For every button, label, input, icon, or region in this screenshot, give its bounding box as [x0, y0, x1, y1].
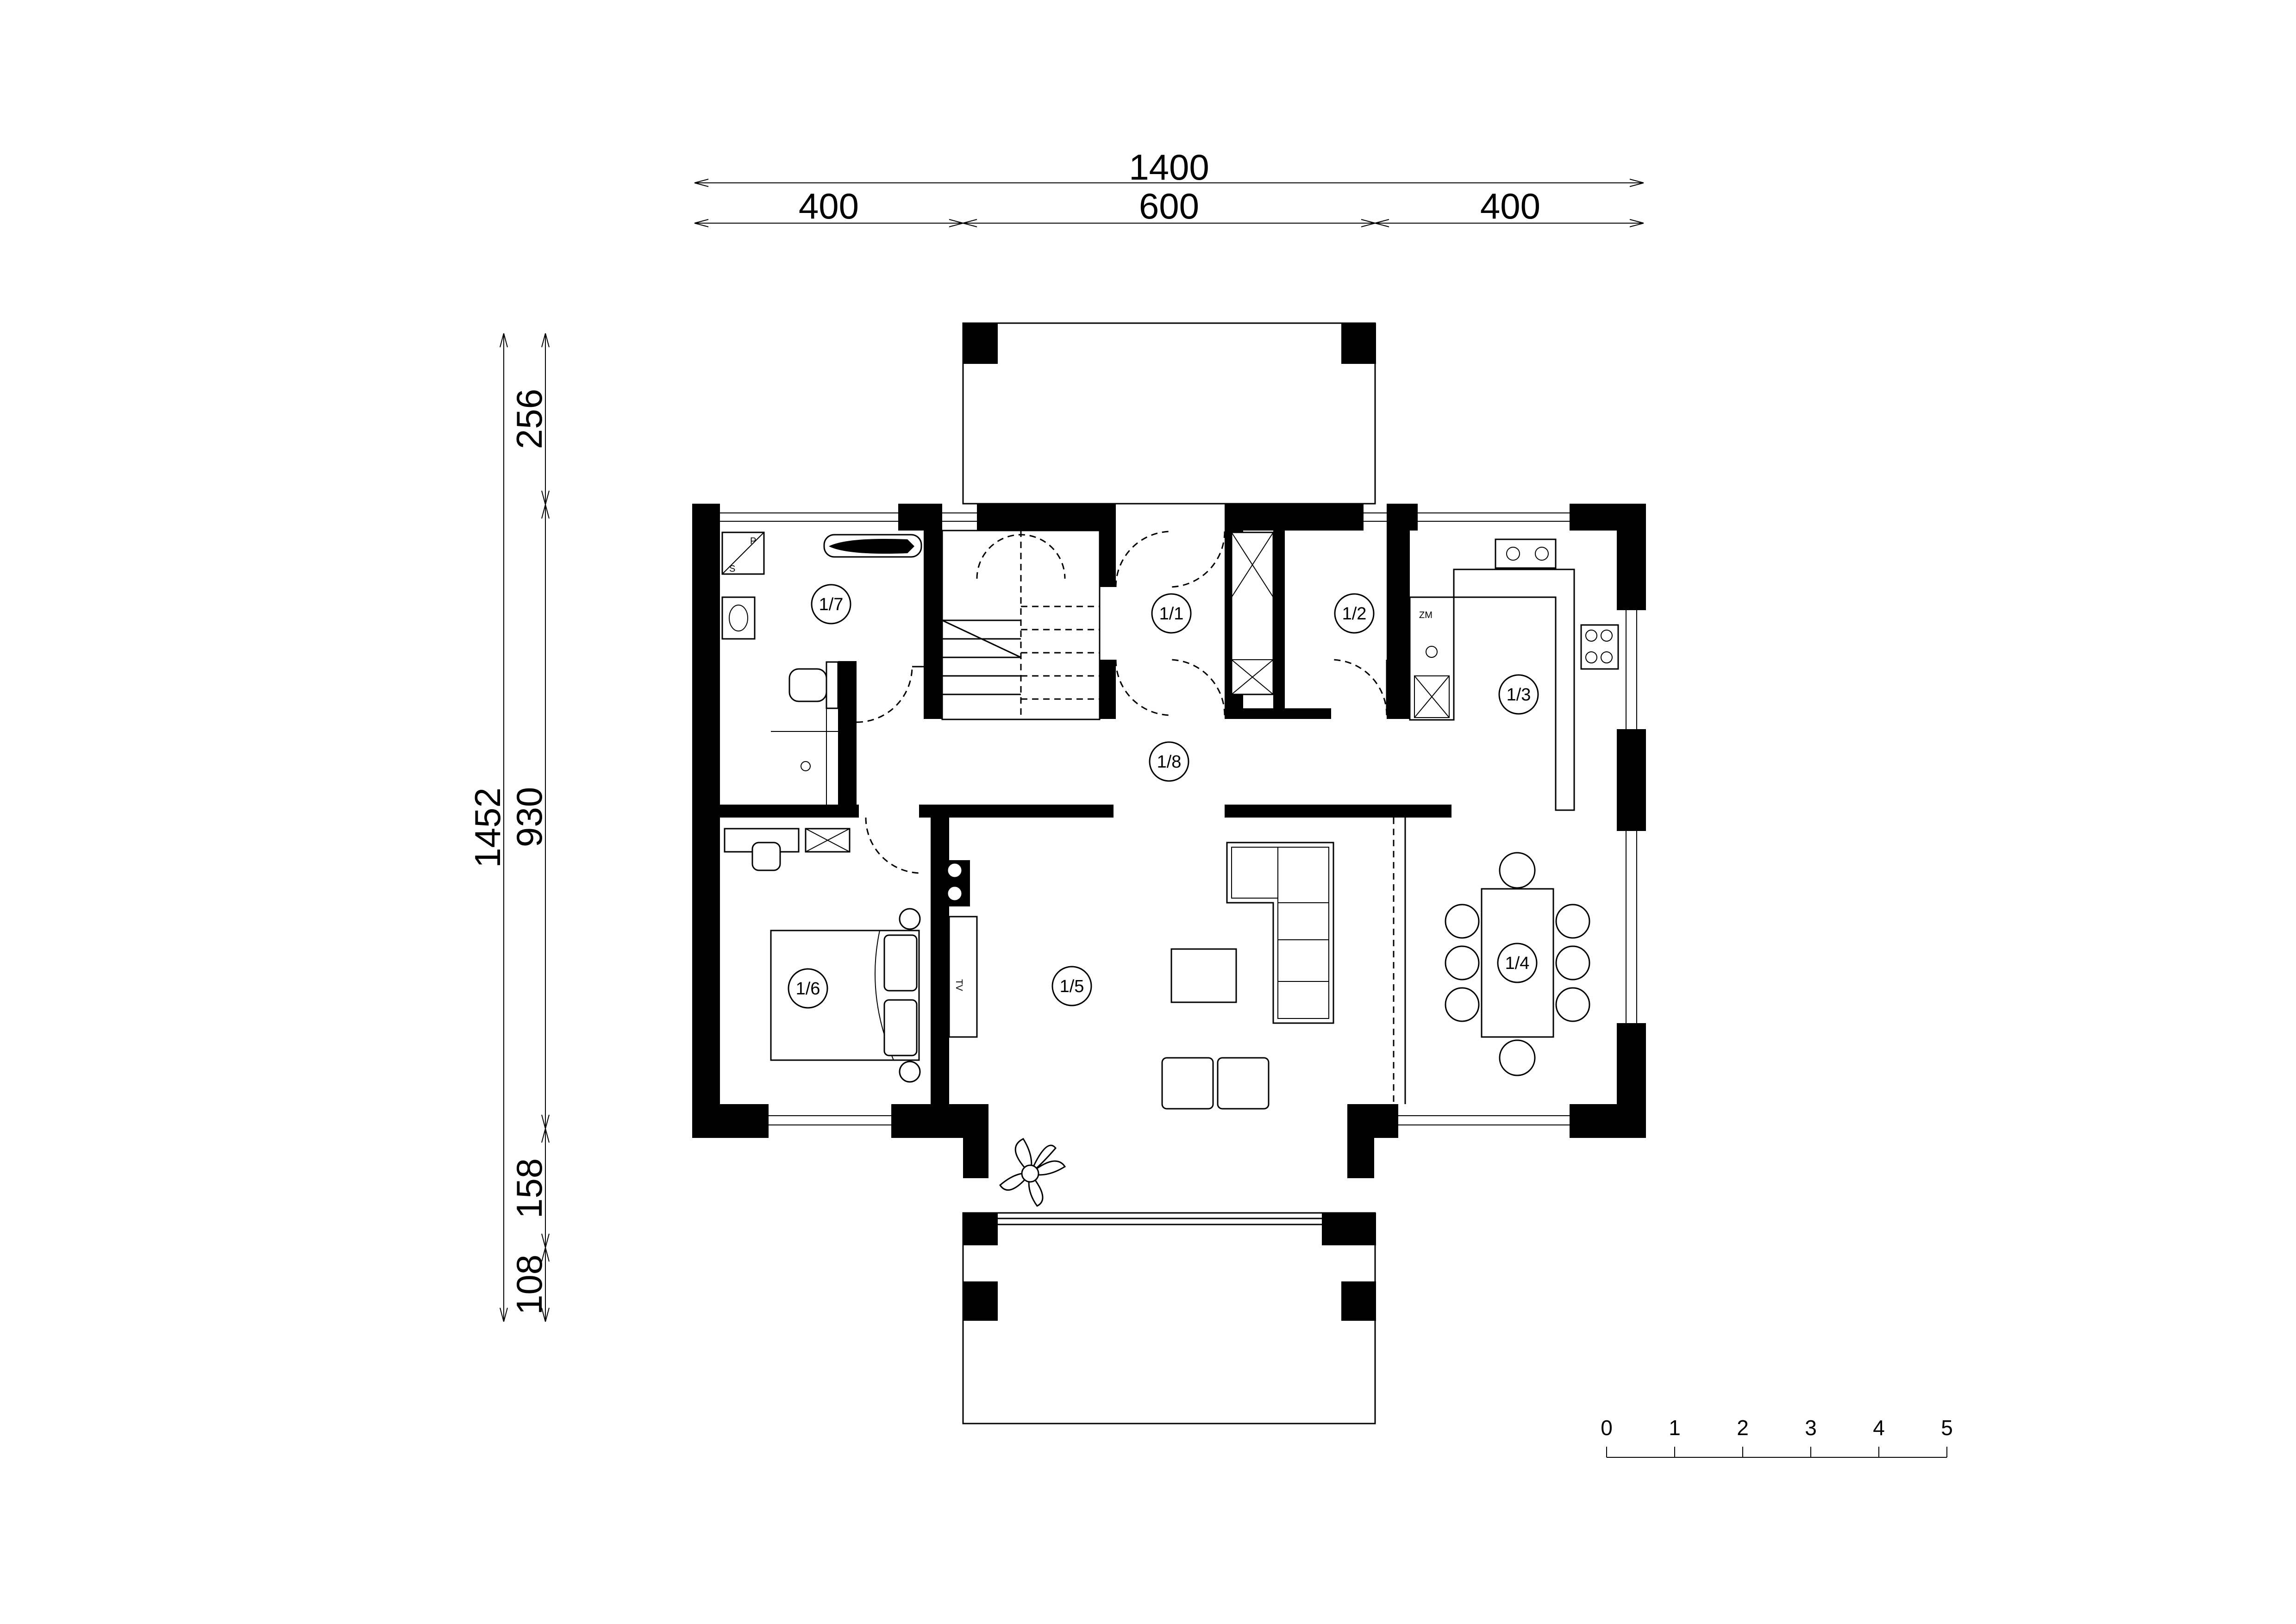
staircase: [941, 530, 1101, 720]
tv-stand: [948, 916, 978, 1038]
terrace-column: [963, 323, 998, 364]
scale-tick-4: 4: [1873, 1416, 1885, 1440]
wardrobe: [1231, 531, 1274, 695]
left-segment-dimension-4: 108: [509, 1255, 550, 1315]
dining-chair: [1445, 945, 1480, 981]
top-terrace: [962, 322, 1376, 505]
desk-chair: [751, 842, 781, 871]
svg-text:1/6: 1/6: [796, 979, 820, 999]
pillow: [883, 999, 918, 1056]
left-dimensions: 1452 256 930 158 108: [467, 333, 550, 1322]
scale-tick-2: 2: [1737, 1416, 1749, 1440]
room-labels: 1/1 1/2 1/3 1/4 1/5 1/6 1/7 1/8: [788, 584, 1539, 1009]
porch-column: [963, 1281, 998, 1321]
bedroom-furniture: [724, 828, 921, 1083]
dining-chair: [1555, 904, 1590, 939]
toilet: [788, 668, 827, 702]
room-label-1-8: 1/8: [1149, 741, 1189, 782]
scale-tick-5: 5: [1941, 1416, 1953, 1440]
room-label-1-2: 1/2: [1334, 593, 1375, 634]
living-furniture: TV: [942, 842, 1334, 1207]
kitchen-fixtures: ZM: [1231, 531, 1619, 811]
svg-text:1/7: 1/7: [819, 595, 844, 614]
room-label-1-5: 1/5: [1051, 966, 1092, 1006]
svg-text:1/8: 1/8: [1157, 752, 1182, 772]
plant-icon: [999, 1138, 1066, 1207]
laundry-s-label: S: [729, 564, 735, 574]
bathroom-fixtures: P S: [721, 531, 922, 805]
dining-chair: [1445, 987, 1480, 1022]
left-segment-dimension-2: 930: [509, 787, 550, 847]
dishwasher-label: ZM: [1419, 610, 1433, 620]
left-segment-dimension-3: 158: [509, 1158, 550, 1218]
tv-label: TV: [954, 979, 964, 991]
armchair: [1161, 1057, 1214, 1110]
tall-cabinets: [1409, 596, 1455, 721]
exterior-walls: [692, 504, 1646, 1245]
room-label-1-4: 1/4: [1497, 943, 1538, 983]
svg-text:1/2: 1/2: [1342, 604, 1367, 624]
doors: [856, 531, 1406, 1104]
pillow: [883, 934, 918, 992]
top-total-dimension: 1400: [1129, 147, 1209, 187]
armchair: [1217, 1057, 1270, 1110]
entrance-porch: [962, 1212, 1376, 1424]
room-label-1-6: 1/6: [788, 968, 828, 1009]
top-segment-dimension-3: 400: [1480, 186, 1540, 226]
svg-text:1/1: 1/1: [1159, 604, 1184, 624]
coffee-table: [1170, 948, 1237, 1003]
cooktop: [1580, 624, 1619, 670]
dining-chair: [1555, 987, 1590, 1022]
top-segment-dimension-1: 400: [799, 186, 859, 226]
room-label-1-3: 1/3: [1498, 674, 1539, 715]
laundry-p-label: P: [750, 536, 756, 546]
top-dimensions: 1400 400 600 400: [694, 147, 1644, 227]
room-label-1-1: 1/1: [1151, 593, 1192, 634]
porch-column: [1341, 1281, 1376, 1321]
left-total-dimension: 1452: [467, 787, 508, 868]
dining-set: [1445, 852, 1590, 1076]
toilet-tank: [826, 661, 839, 709]
porch-outlines: [962, 322, 1376, 1424]
sink: [721, 596, 756, 640]
dining-chair: [1499, 1039, 1536, 1076]
room-label-1-7: 1/7: [811, 584, 851, 625]
nightstand-lamp: [899, 908, 921, 930]
scale-tick-1: 1: [1669, 1416, 1681, 1440]
scale-bar: 0 1 2 3 4 5: [1601, 1416, 1953, 1458]
corner-sofa: [1226, 842, 1334, 1024]
dining-table: [1481, 888, 1554, 1038]
svg-text:1/4: 1/4: [1505, 954, 1530, 973]
kitchen-sink: [1495, 538, 1557, 569]
terrace-column: [1341, 323, 1376, 364]
dining-chair: [1555, 945, 1590, 981]
top-segment-dimension-2: 600: [1139, 186, 1199, 226]
scale-tick-0: 0: [1601, 1416, 1613, 1440]
dining-chair: [1445, 904, 1480, 939]
left-segment-dimension-1: 256: [509, 389, 550, 449]
scale-tick-3: 3: [1805, 1416, 1817, 1440]
svg-text:1/3: 1/3: [1507, 685, 1531, 705]
nightstand-lamp: [899, 1061, 921, 1083]
svg-text:1/5: 1/5: [1060, 977, 1084, 996]
dining-chair: [1499, 852, 1536, 889]
